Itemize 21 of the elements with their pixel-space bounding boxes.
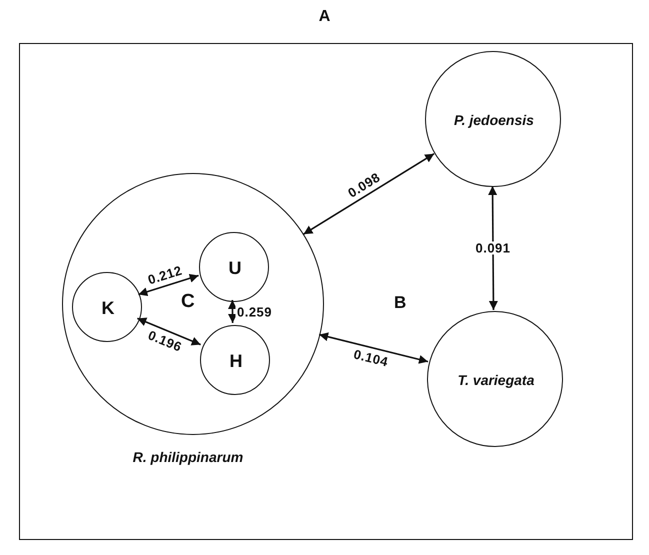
circle-node — [200, 325, 270, 395]
double-arrow — [488, 186, 498, 310]
species-name: R. philippinarum — [132, 450, 244, 464]
node-label: C — [181, 292, 195, 311]
double-arrow — [228, 300, 238, 323]
circle-node — [425, 51, 561, 187]
node-label: B — [394, 294, 406, 311]
species-name: T. variegata — [458, 373, 534, 387]
circle-node — [72, 272, 142, 342]
edge-label: 0.091 — [473, 242, 513, 254]
node-label: K — [102, 299, 114, 317]
double-arrow — [138, 274, 199, 296]
circle-node — [427, 311, 563, 447]
node-label: U — [228, 259, 242, 277]
double-arrow — [303, 153, 435, 235]
species-name: P. jedoensis — [454, 113, 534, 127]
double-arrow — [137, 318, 201, 346]
circle-node — [199, 232, 269, 302]
node-label: H — [230, 352, 242, 370]
double-arrow — [318, 332, 428, 364]
panel-letter: A — [318, 8, 332, 26]
